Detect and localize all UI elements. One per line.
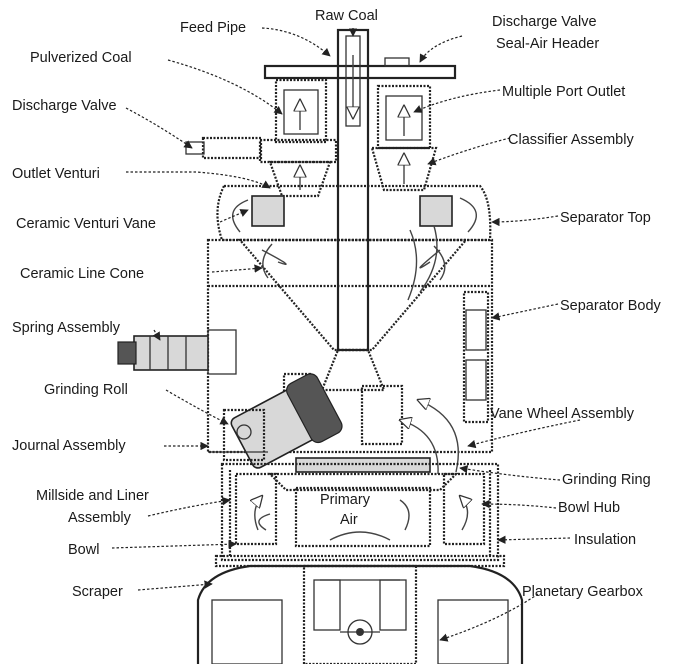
label-outlet-venturi: Outlet Venturi	[12, 166, 100, 182]
label-grinding-roll: Grinding Roll	[44, 382, 128, 398]
label-journal-assembly: Journal Assembly	[12, 438, 126, 454]
label-bowl: Bowl	[68, 542, 99, 558]
label-primary-air-line2: Air	[340, 512, 358, 528]
label-bowl-hub: Bowl Hub	[558, 500, 620, 516]
label-scraper: Scraper	[72, 584, 123, 600]
label-ceramic-venturi-vane: Ceramic Venturi Vane	[16, 216, 156, 232]
left-outlet-shape	[185, 78, 338, 198]
label-feed-pipe: Feed Pipe	[180, 20, 246, 36]
label-insulation: Insulation	[574, 532, 636, 548]
label-primary-air-line1: Primary	[320, 492, 371, 508]
gearbox-shape	[196, 564, 524, 664]
label-vane-wheel-assembly: Vane Wheel Assembly	[490, 406, 635, 422]
leader-lines	[111, 27, 581, 642]
right-outlet-shape	[370, 84, 438, 192]
label-separator-top: Separator Top	[560, 210, 651, 226]
label-spring-assembly: Spring Assembly	[12, 320, 121, 336]
label-classifier-assembly: Classifier Assembly	[508, 132, 634, 148]
spring-assembly-shape	[117, 329, 237, 375]
label-raw-coal: Raw Coal	[315, 8, 378, 24]
label-pulverized-coal: Pulverized Coal	[30, 50, 132, 66]
label-grinding-ring: Grinding Ring	[562, 472, 651, 488]
millside-housing-shape	[214, 462, 506, 568]
ceramic-line-cone-shape	[237, 238, 469, 352]
pulverizer-machine	[117, 28, 524, 664]
label-millside-line2: Assembly	[68, 510, 132, 526]
label-discharge-valve-seal-air-line2: Seal-Air Header	[496, 36, 599, 52]
label-discharge-valve-seal-air-line1: Discharge Valve	[492, 14, 597, 30]
label-multiple-port-outlet: Multiple Port Outlet	[502, 84, 625, 100]
callout-labels: Raw Coal Feed Pipe Discharge Valve Seal-…	[12, 8, 662, 600]
label-separator-body: Separator Body	[560, 298, 662, 314]
label-planetary-gearbox: Planetary Gearbox	[522, 584, 644, 600]
label-millside-line1: Millside and Liner	[36, 488, 149, 504]
grinding-roll-shape	[208, 372, 343, 469]
separator-top-shape	[216, 184, 492, 242]
vane-wheel-flows	[400, 225, 460, 475]
label-discharge-valve: Discharge Valve	[12, 98, 117, 114]
label-ceramic-line-cone: Ceramic Line Cone	[20, 266, 144, 282]
